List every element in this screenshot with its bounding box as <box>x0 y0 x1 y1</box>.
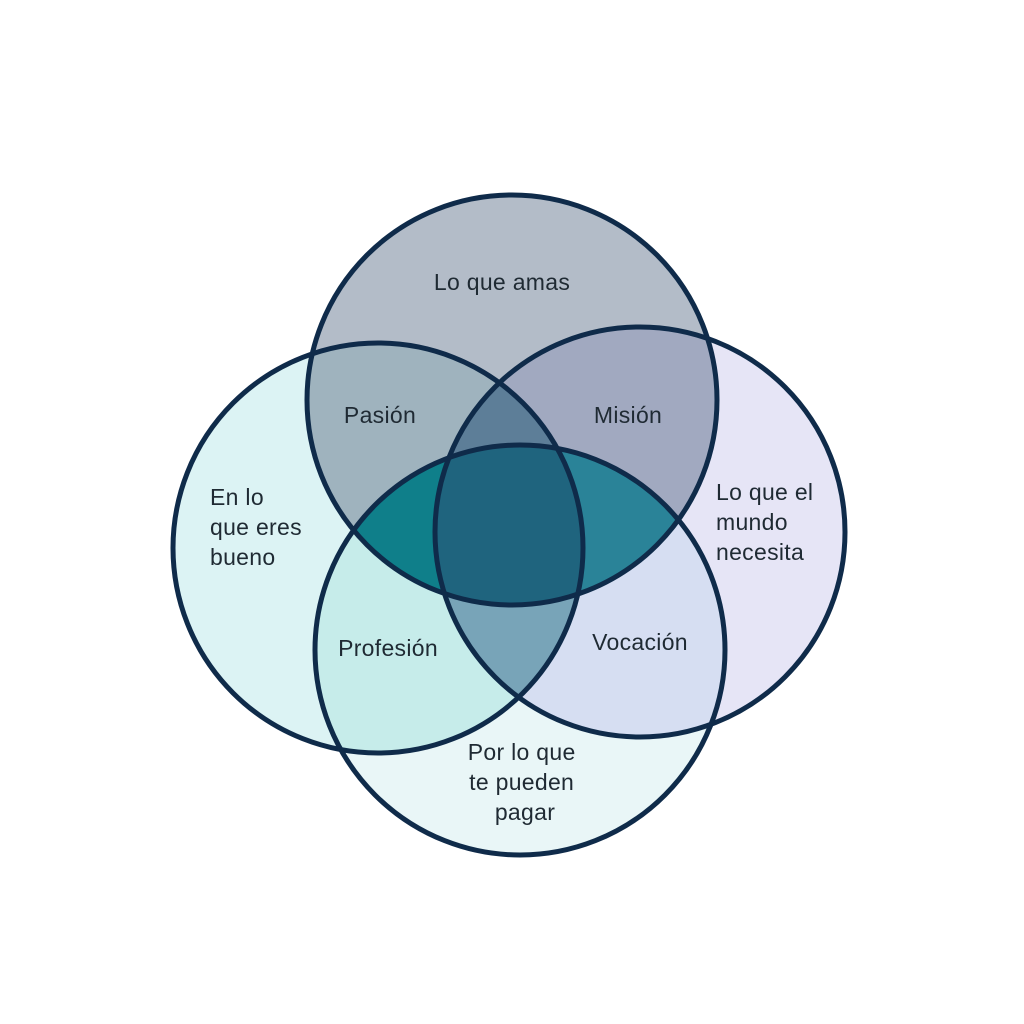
region-good-world-paid <box>435 445 583 737</box>
label-pasion: Pasión <box>344 402 416 428</box>
label-por-lo-que-te-pueden-pagar: Por lo que te pueden pagar <box>468 739 583 825</box>
region-love-good-paid <box>315 445 583 605</box>
labels: Lo que amas En lo que eres bueno Lo que … <box>210 269 820 825</box>
outline-lo-que-amas <box>304 192 720 608</box>
outline-lo-que-el-mundo-necesita <box>432 324 848 740</box>
outline-en-lo-que-eres-bueno <box>170 340 586 756</box>
label-profesion: Profesión <box>338 635 438 661</box>
region-love-good-world <box>435 343 583 605</box>
label-lo-que-amas: Lo que amas <box>434 269 570 295</box>
outline-por-lo-que-te-pueden-pagar <box>312 442 728 858</box>
label-en-lo-que-eres-bueno: En lo que eres bueno <box>210 484 309 570</box>
label-mision: Misión <box>594 402 662 428</box>
region-love-world-paid <box>435 445 717 605</box>
label-vocacion: Vocación <box>592 629 688 655</box>
circle-outlines <box>170 192 848 858</box>
label-lo-que-el-mundo-necesita: Lo que el mundo necesita <box>716 479 820 565</box>
